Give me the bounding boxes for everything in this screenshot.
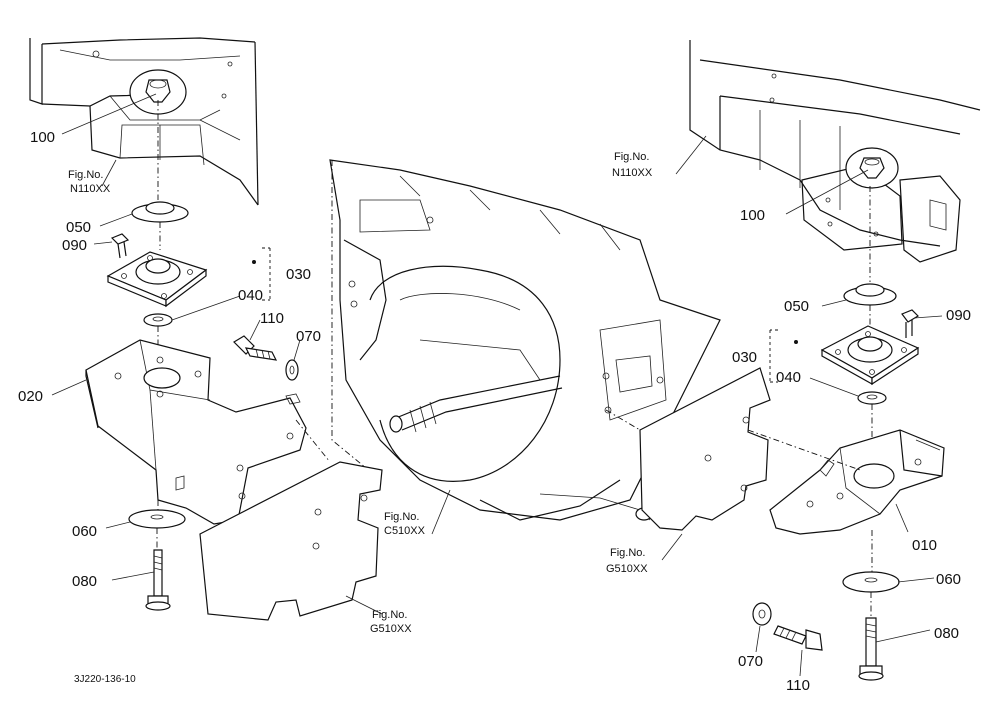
right-washer-060 <box>842 571 900 593</box>
right-plate-g510 <box>639 367 771 531</box>
right-frame-rail <box>689 40 981 263</box>
label-left-code-n110: N110XX <box>70 183 111 195</box>
label-left-090: 090 <box>62 237 87 254</box>
label-left-030: 030 <box>286 266 311 283</box>
left-bolt-080 <box>145 549 171 611</box>
left-plate-g510 <box>199 461 383 621</box>
label-right-060: 060 <box>936 571 961 588</box>
label-right-fig-n110: Fig.No. <box>614 151 649 163</box>
label-right-040: 040 <box>776 369 801 386</box>
label-center-code-c510: C510XX <box>384 525 426 537</box>
left-washer-060 <box>128 509 186 529</box>
right-bracket-010 <box>769 429 945 535</box>
left-bolt-110 <box>233 335 278 361</box>
right-bolt-090 <box>901 309 919 338</box>
label-left-020: 020 <box>18 388 43 405</box>
right-bolt-080 <box>858 617 884 681</box>
center-labels: Fig.No. C510XX <box>384 511 426 537</box>
right-nut-100 <box>845 147 899 189</box>
label-left-fig-n110: Fig.No. <box>68 169 103 181</box>
right-bolt-110 <box>773 625 823 651</box>
left-washer-050 <box>131 201 189 223</box>
label-left-040: 040 <box>238 287 263 304</box>
label-right-110: 110 <box>786 677 810 694</box>
right-washer-040 <box>857 391 887 405</box>
right-mount-030 <box>820 325 920 386</box>
label-right-090: 090 <box>946 307 971 324</box>
label-right-030: 030 <box>732 349 757 366</box>
label-left-060: 060 <box>72 523 97 540</box>
label-left-110: 110 <box>260 310 284 327</box>
left-mount-030 <box>106 251 208 308</box>
right-washer-050 <box>843 283 897 306</box>
label-right-010: 010 <box>912 537 937 554</box>
leader-lines <box>51 93 943 677</box>
label-right-fig-g510: Fig.No. <box>610 547 645 559</box>
label-left-080: 080 <box>72 573 97 590</box>
right-washer-070 <box>752 602 772 626</box>
label-left-050: 050 <box>66 219 91 236</box>
right-mount-marker <box>794 340 798 344</box>
left-mount-marker <box>252 260 256 264</box>
label-left-070: 070 <box>296 328 321 345</box>
label-right-100: 100 <box>740 207 765 224</box>
label-right-070: 070 <box>738 653 763 670</box>
label-right-code-g510: G510XX <box>606 563 648 575</box>
label-right-050: 050 <box>784 298 809 315</box>
left-nut-100 <box>129 69 187 115</box>
left-bolt-090 <box>110 233 130 259</box>
left-frame-rail <box>29 37 259 206</box>
left-bracket-020 <box>85 339 307 525</box>
label-right-080: 080 <box>934 625 959 642</box>
label-center-fig-c510: Fig.No. <box>384 511 419 523</box>
label-left-code-g510: G510XX <box>370 623 412 635</box>
left-labels: 100 050 090 030 040 110 070 020 060 080 … <box>18 129 412 635</box>
label-right-code-n110: N110XX <box>612 167 653 179</box>
drawing-code: 3J220-136-10 <box>74 674 136 685</box>
label-left-fig-g510: Fig.No. <box>372 609 407 621</box>
label-left-100: 100 <box>30 129 55 146</box>
right-labels: Fig.No. N110XX 100 050 090 030 040 010 0… <box>606 151 971 694</box>
left-washer-040 <box>143 313 173 327</box>
left-washer-070 <box>285 359 299 381</box>
